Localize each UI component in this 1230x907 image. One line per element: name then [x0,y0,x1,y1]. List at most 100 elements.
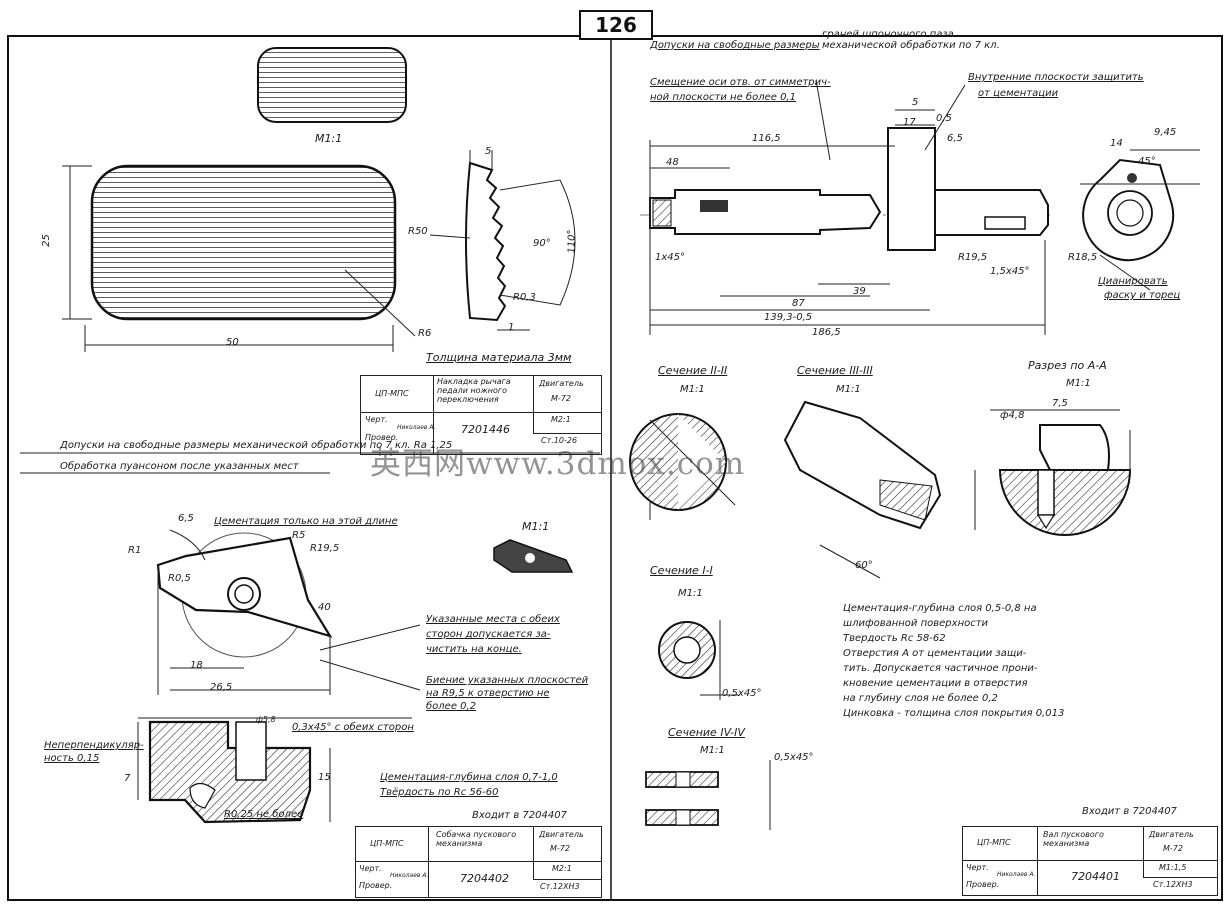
nonperp-note-line2: ность 0,15 [44,753,100,764]
shaft-chamfer-1: 1x45° [655,252,686,263]
page-number: 126 [579,10,653,40]
profile-angle-110: 110° [566,229,578,254]
profile-dim-5: 5 [485,146,492,157]
shaft-tolerance-header-3: механической обработки по 7 кл. [822,40,1000,51]
stamp1-person: Николаев А. [397,424,436,431]
shaft-dim-1393: 139,3-0,5 [764,312,813,323]
shaft-note-line2: шлифованной поверхности [843,618,989,629]
stamp3-title: Вал пускового механизма [1043,830,1104,848]
pawl-r195: R19,5 [310,543,340,554]
stamp3-code: ЦП-МПС [977,838,1011,847]
chamfer-note: 0,3x45° с обеих сторон [292,722,414,733]
pawl-hole-dim: ф5,8 [256,715,276,724]
cam-dim-14: 14 [1110,138,1123,149]
stamp1-material: Ст.10-26 [541,436,578,445]
cam-r185: R18,5 [1068,252,1098,263]
runout-note-line2: на R9,5 к отверстию не [426,688,550,699]
shaft-dim-17: 17 [903,117,916,128]
inner-surface-note-line2: от цементации [978,88,1059,99]
stamp3-scale: М1:1,5 [1159,863,1187,872]
shaft-note-line7: на глубину слоя не более 0,2 [843,693,998,704]
stamp1-title: Накладка рычага педали ножного переключе… [437,377,511,404]
stamp1-engine-label: Двигатель [539,379,584,388]
section-2-title: Сечение II-II [658,364,728,377]
shaft-note-line1: Цементация-глубина слоя 0,5-0,8 на [843,603,1037,614]
stamp3-person: Николаев А. [997,871,1036,878]
stamp1-scale: М2:1 [551,415,571,424]
plate-scale-label: М1:1 [315,132,343,145]
section-1-title: Сечение I-I [650,564,713,577]
stamp2-drawing-no: 7204402 [460,872,509,885]
runout-note-line3: более 0,2 [426,701,477,712]
pawl-dim-7: 7 [124,773,131,784]
shaft-tolerance-header: Допуски на свободные размеры [650,40,820,51]
stamp1-code: ЦП-МПС [375,389,409,398]
stamp1-row-checked: Провер. [365,433,399,442]
section-1-scale: М1:1 [678,588,703,599]
pawl-r5: R5 [292,530,306,541]
profile-dim-1: 1 [508,322,515,333]
section-4-title: Сечение IV-IV [668,726,745,739]
plate-radius-r6: R6 [418,328,432,339]
profile-radius-r03: R0,3 [513,292,536,303]
shaft-note-line4: Отверстия А от цементации защи- [843,648,1027,659]
shaft-note-line6: кновение цементации в отверстия [843,678,1028,689]
section-3-title: Сечение III-III [797,364,873,377]
section-4-chamfer: 0,5x45° [774,752,814,763]
surface-note-line3: чистить на конце. [426,644,522,655]
shaft-tolerance-header-2: граней шпоночного паза [822,29,954,40]
cam-angle-45: 45° [1138,156,1156,167]
stamp2-title: Собачка пускового механизма [436,830,517,848]
cementation-length-note: Цементация только на этой длине [214,516,398,527]
stamp2-engine-label: Двигатель [539,830,584,839]
stamp3-row-drawn: Черт. [966,863,989,872]
axis-offset-note-line1: Смещение оси отв. от симметрич- [650,77,831,88]
inner-surface-note-line1: Внутренние плоскости защитить [968,72,1144,83]
stamp3-engine-label: Двигатель [1149,830,1194,839]
stamp3-row-checked: Провер. [966,880,1000,889]
profile-angle-90: 90° [533,238,551,249]
shaft-note-line8: Цинковка - толщина слоя покрытия 0,013 [843,708,1065,719]
shaft-note-line5: тить. Допускается частичное прони- [843,663,1038,674]
shaft-dim-5: 5 [912,97,919,108]
watermark-text: 英西网www.3dmox.com [370,446,746,482]
pawl-cem-depth: Цементация-глубина слоя 0,7-1,0 [380,772,558,783]
section-3-angle: 60° [855,560,873,571]
surface-note-line1: Указанные места с обеих [426,614,560,625]
cam-dim-945: 9,45 [1154,127,1177,138]
pawl-hardness: Твёрдость по Rc 56-60 [380,787,499,798]
plate-height-dim: 25 [40,234,52,247]
pawl-dim-15: 15 [318,772,331,783]
title-block-1: ЦП-МПС Накладка рычага педали ножного пе… [360,375,602,455]
pawl-r025: R0,25 не более [224,809,304,820]
section-a-title: Разрез по А-А [1028,359,1107,372]
pawl-dim-40: 40 [318,602,331,613]
plate-width-dim: 50 [226,337,239,348]
stamp3-engine-model: М-72 [1163,844,1183,853]
cyanide-note-line1: Цианировать [1098,276,1168,287]
section-3-scale: М1:1 [836,384,861,395]
shaft-note-line3: Твердость Rc 58-62 [843,633,946,644]
nonperp-note-line1: Неперпендикуляр- [44,740,144,751]
stamp2-scale: М2:1 [552,864,572,873]
shaft-dim-87: 87 [792,298,805,309]
stamp2-row-checked: Провер. [359,881,393,890]
title-block-3: ЦП-МПС Вал пускового механизма Двигатель… [962,826,1218,896]
pawl-r05: R0,5 [168,573,191,584]
surface-note-line2: сторон допускается за- [426,629,551,640]
shaft-in-assembly: Входит в 7204407 [1082,806,1177,817]
axis-offset-note-line2: ной плоскости не более 0,1 [650,92,796,103]
tolerance-note-line2: Обработка пуансоном после указанных мест [60,461,299,472]
section-2-scale: М1:1 [680,384,705,395]
shaft-dim-48: 48 [666,157,679,168]
profile-radius-r50: R50 [408,226,428,237]
stamp2-code: ЦП-МПС [370,839,404,848]
pawl-in-assembly: Входит в 7204407 [472,810,567,821]
stamp2-engine-model: М-72 [550,844,570,853]
runout-note-line1: Биение указанных плоскостей [426,675,589,686]
shaft-dim-05: 0,5 [936,113,952,124]
stamp1-drawing-no: 7201446 [461,423,510,436]
material-thickness-note: Толщина материала 3мм [426,351,572,364]
